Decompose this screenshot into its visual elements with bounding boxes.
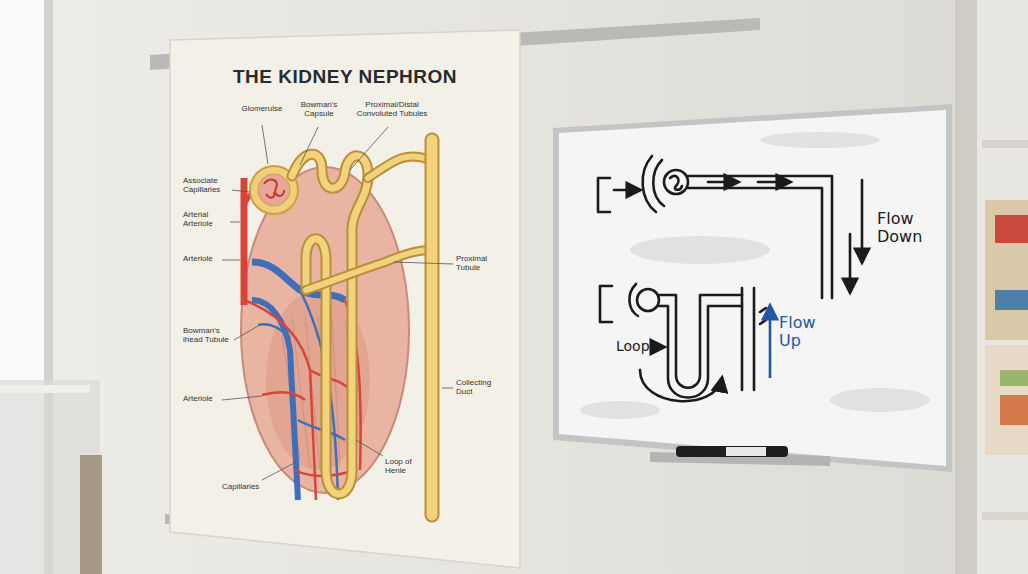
capillary-network <box>244 290 361 500</box>
marker <box>676 446 788 457</box>
poster-title: THE KIDNEY NEPHRON <box>200 66 490 88</box>
shelf-unit <box>977 0 1028 574</box>
whiteboard-note: Flow Down <box>877 210 933 247</box>
binder-label <box>995 290 1028 310</box>
part-label: Collecting Duct <box>456 378 508 396</box>
binder <box>985 200 1028 340</box>
part-label: Arteriole <box>183 394 221 403</box>
whiteboard-sketch <box>600 284 766 401</box>
part-label: Arteriole <box>183 254 221 263</box>
tubules <box>292 140 432 515</box>
leaning-board <box>80 455 102 574</box>
whiteboard-frame <box>553 104 952 472</box>
glomerulus-loops <box>264 180 284 198</box>
binder-label <box>995 215 1028 243</box>
part-label: Loop of Henle <box>385 457 421 475</box>
glomerulus <box>258 174 290 206</box>
part-label: Proximal/Distal Convoluted Tubules <box>352 100 432 118</box>
wall-corner <box>955 0 977 574</box>
part-label: Bowman's Capsule <box>296 100 342 118</box>
whiteboard-sketch <box>598 156 862 298</box>
sill-paper <box>0 385 90 393</box>
whiteboard-note: Loop <box>616 338 656 354</box>
whiteboard-smudges <box>580 132 930 419</box>
shelf-board <box>982 512 1028 520</box>
whiteboard <box>559 110 946 466</box>
part-label: Arterial Arteriole <box>183 210 229 228</box>
part-label: Associate Capillaries <box>183 176 231 194</box>
vein <box>252 300 298 500</box>
part-label: Bowman's ihead Tubule <box>183 326 233 344</box>
flow-up-arrow <box>769 306 772 378</box>
marker-label <box>726 447 766 456</box>
nephron-illustration <box>241 140 432 515</box>
leader-lines <box>222 125 453 480</box>
part-label: Capillaries <box>222 482 272 491</box>
shelf-board <box>982 140 1028 148</box>
poster <box>170 30 520 568</box>
whiteboard-note: Flow Up <box>779 314 823 351</box>
binder-label <box>1000 395 1028 425</box>
binder <box>985 345 1028 455</box>
part-label: Glomerulse <box>238 104 286 113</box>
part-label: Proximal Tubule <box>456 254 508 272</box>
binder-label <box>1000 370 1028 386</box>
